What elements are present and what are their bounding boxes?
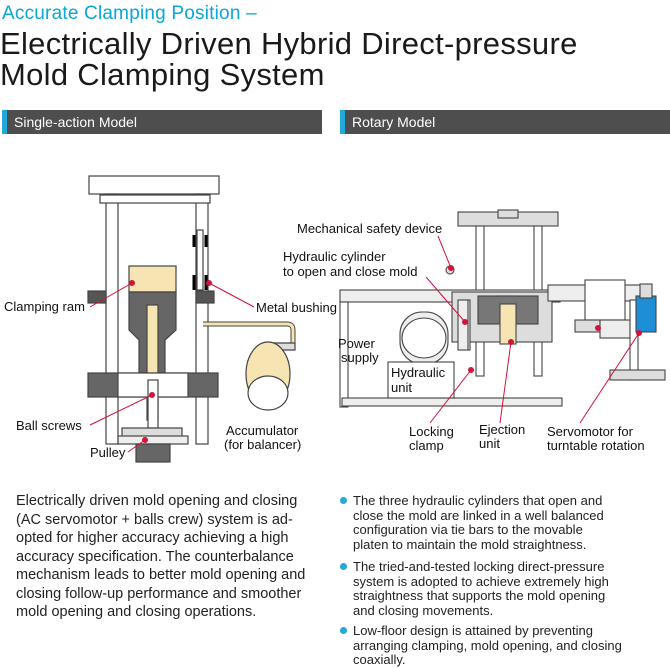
label-hydraulic-cylinder: Hydraulic cylinder [283, 249, 386, 264]
label-ball-screws: Ball screws [16, 418, 82, 433]
label-mechanical-safety-device: Mechanical safety device [297, 221, 443, 236]
pulley-block [135, 443, 171, 463]
label-servomotor: Servomotor for [547, 424, 633, 439]
section-accent-marker [340, 110, 345, 134]
rotary-diagram [339, 209, 666, 424]
label-hydraulic-unit: Hydraulic [391, 365, 446, 380]
description-line: opted for higher accuracy achieving a hi… [16, 530, 289, 546]
bullet-line: configuration via tie bars to the movabl… [353, 522, 583, 537]
bullet-line: The tried-and-tested locking direct-pres… [353, 559, 605, 574]
top-platen [88, 175, 220, 195]
bullet-line: Low-floor design is attained by preventi… [353, 623, 593, 638]
label-clamping-ram: Clamping ram [4, 299, 85, 314]
section-header-rotary: Rotary Model [340, 110, 670, 134]
bullet-dot-icon [340, 563, 347, 570]
description-paragraph: Electrically driven mold opening and clo… [16, 492, 331, 622]
bullet-dot-icon [340, 627, 347, 634]
label-power-supply: supply [341, 350, 379, 365]
subtitle-kicker: Accurate Clamping Position – [2, 3, 257, 24]
bullet-line: straightness that supports the mold open… [353, 588, 606, 603]
description-line: (AC servomotor + balls crew) system is a… [16, 511, 293, 528]
bullet-line: arranging clamping, mold opening, and cl… [353, 637, 622, 653]
label-locking: Locking [409, 424, 454, 439]
bullet-line: The three hydraulic cylinders that open … [353, 493, 603, 508]
page-title: Electrically Driven Hybrid Direct-pressu… [0, 28, 668, 90]
label-ejection-unit: unit [479, 436, 500, 451]
single-action-diagram [87, 175, 296, 463]
page-title-line2: Mold Clamping System [0, 57, 325, 92]
bullet-line: coaxially. [353, 652, 406, 667]
label-power: Power [338, 336, 375, 351]
description-line: Electrically driven mold opening and clo… [16, 493, 298, 509]
label-ejection: Ejection [479, 422, 526, 437]
section-title-rotary: Rotary Model [352, 114, 436, 130]
label-pulley: Pulley [90, 445, 126, 460]
description-line: mold opening and closing operations. [16, 604, 257, 620]
label-accumulator: Accumulator [226, 423, 299, 438]
leader-lines [89, 280, 255, 453]
label-hydraulic-cylinder-sub: to open and close mold [283, 264, 418, 279]
hydraulic-unit-box [387, 361, 455, 399]
bullet-line: platen to maintain the mold straightness… [353, 536, 587, 552]
description-line: closing follow-up performance and smooth… [16, 585, 302, 602]
label-servomotor-sub: turntable rotation [547, 438, 645, 453]
section-title-single-action: Single-action Model [14, 114, 137, 130]
ejection-screw [499, 303, 517, 345]
servomotor-shape [635, 295, 657, 333]
label-locking-clamp: clamp [409, 438, 444, 453]
description-line: mechanism leads to better mold opening a… [16, 567, 306, 583]
leader-lines-rotary [425, 235, 642, 424]
label-hydraulic-unit-sub: unit [391, 380, 412, 395]
page-title-line1: Electrically Driven Hybrid Direct-pressu… [0, 26, 578, 61]
clamping-ram-block [128, 265, 177, 293]
section-header-single-action: Single-action Model [2, 110, 322, 134]
bullet-dot-icon [340, 497, 347, 504]
label-metal-bushing: Metal bushing [256, 300, 337, 315]
bullet-line: close the mold are linked in a well bala… [353, 507, 604, 523]
bullet-line: system is adopted to achieve extremely h… [353, 573, 609, 589]
bullet-line: and closing movements. [353, 602, 494, 618]
section-accent-marker [2, 110, 7, 134]
description-line: accuracy specification. The counterbalan… [16, 548, 294, 565]
label-accumulator-sub: (for balancer) [224, 437, 302, 452]
